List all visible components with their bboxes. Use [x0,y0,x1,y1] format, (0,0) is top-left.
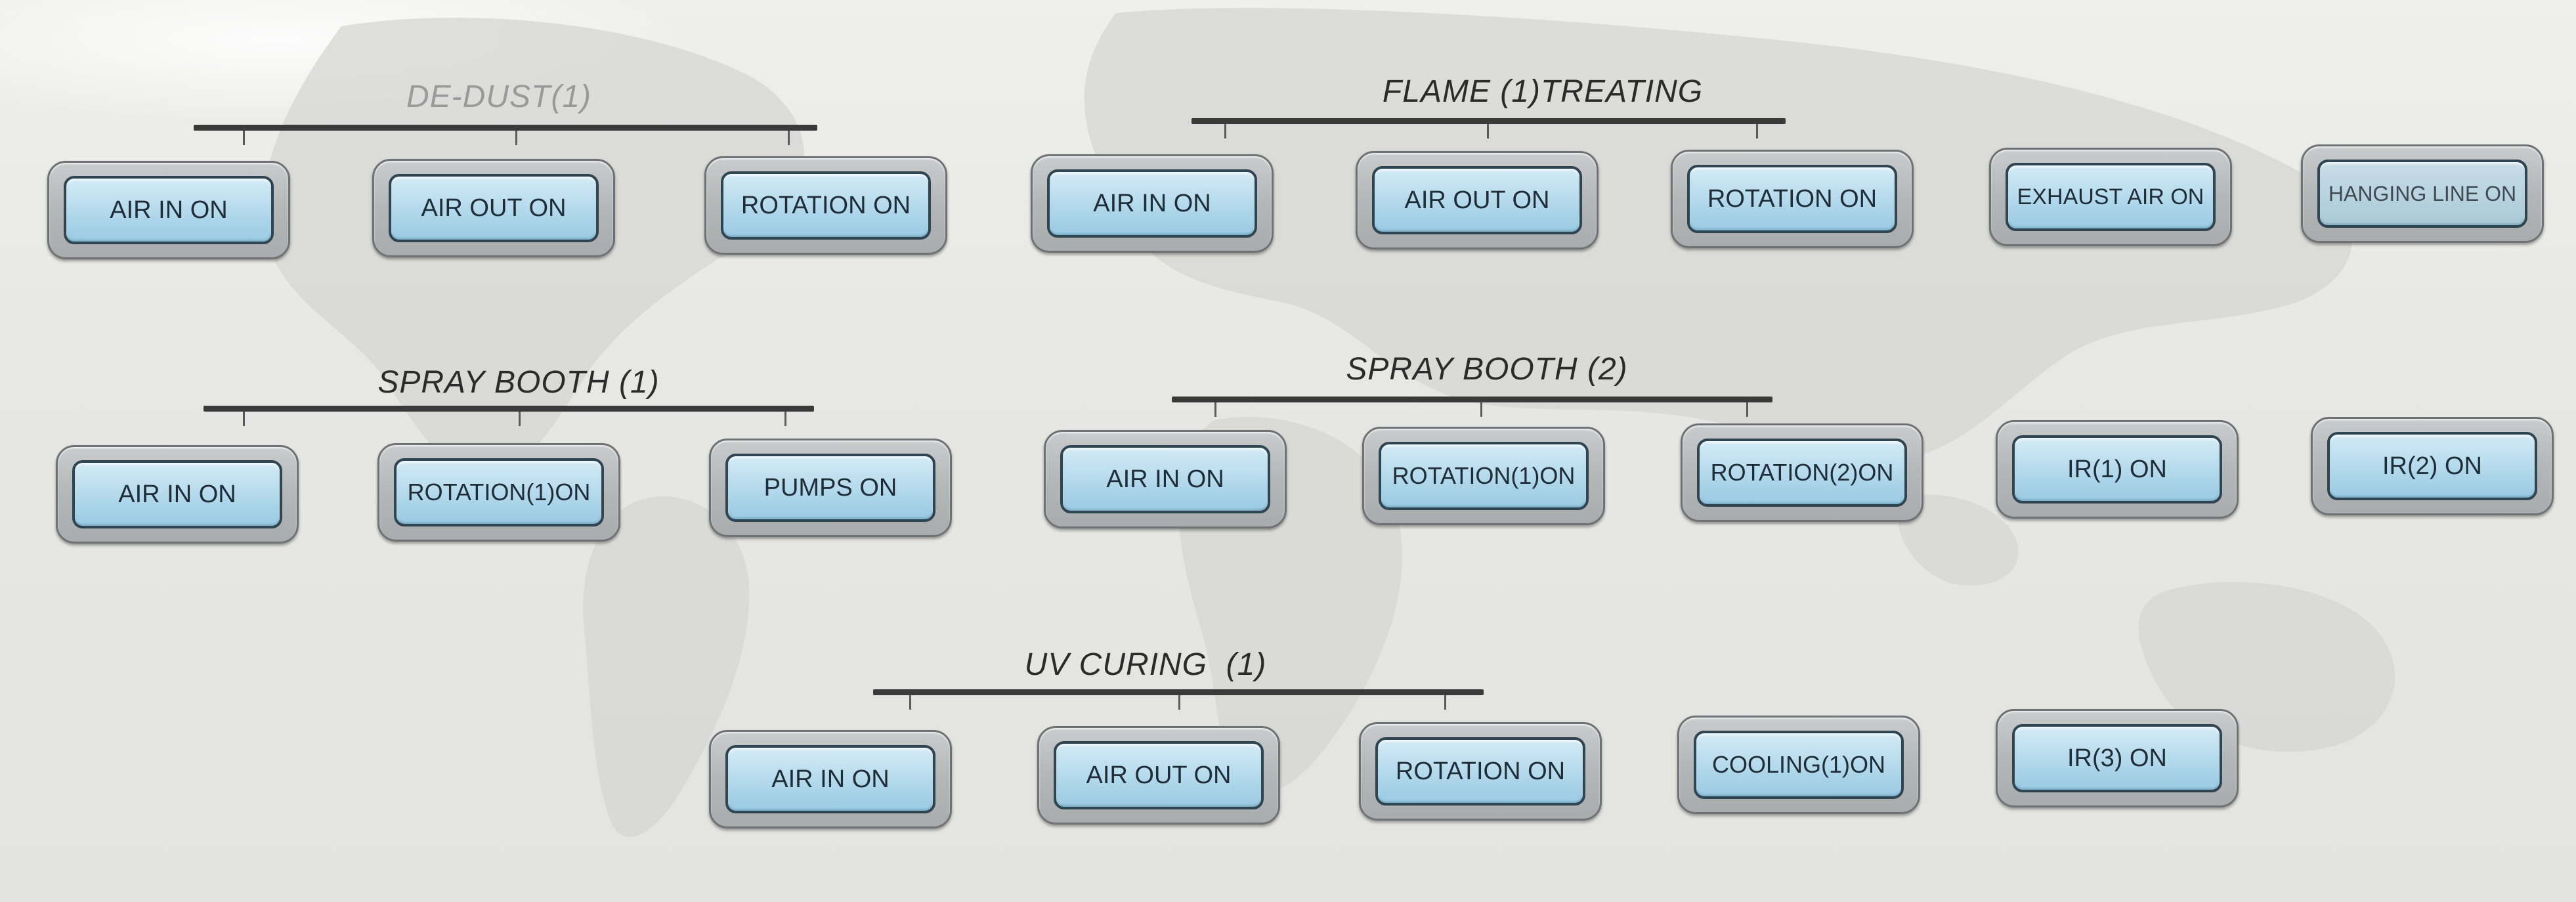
de-dust-rotation-on-button[interactable]: ROTATION ON [704,156,947,255]
spray1-air-in-on-button[interactable]: AIR IN ON [56,445,299,544]
flame-air-in-on-button[interactable]: AIR IN ON [1031,154,1274,253]
button-label: PUMPS ON [763,473,897,502]
group-title-uv-curing-1: UV CURING (1) [1024,647,1267,682]
button-label: ROTATION(2)ON [1710,459,1894,486]
flame-air-out-on-button[interactable]: AIR OUT ON [1356,151,1599,249]
spray2-ir-2-on-button[interactable]: IR(2) ON [2311,417,2554,515]
group-title-spray-booth-2: SPRAY BOOTH (2) [1346,352,1628,387]
uv-rotation-on-button[interactable]: ROTATION ON [1359,722,1602,821]
flame-exhaust-air-on-button[interactable]: EXHAUST AIR ON [1989,148,2232,246]
group-bracket-uv-curing-1 [873,689,1484,710]
button-label: AIR OUT ON [1086,761,1232,789]
button-label: EXHAUST AIR ON [2017,184,2204,209]
group-title-spray-booth-1: SPRAY BOOTH (1) [377,365,660,400]
button-label: ROTATION ON [741,191,911,219]
spray2-rotation-1-on-button[interactable]: ROTATION(1)ON [1362,427,1605,525]
button-label: HANGING LINE ON [2328,181,2517,205]
spray2-air-in-on-button[interactable]: AIR IN ON [1044,430,1287,528]
button-label: ROTATION(1)ON [407,479,591,505]
spray2-rotation-2-on-button[interactable]: ROTATION(2)ON [1681,423,1923,522]
button-label: ROTATION ON [1707,184,1878,213]
flame-rotation-on-button[interactable]: ROTATION ON [1671,150,1914,248]
group-bracket-spray-booth-1 [204,406,814,426]
flame-hanging-line-on-button[interactable]: HANGING LINE ON [2301,144,2544,243]
button-label: AIR IN ON [1093,189,1211,217]
button-label: IR(3) ON [2067,744,2167,772]
button-label: AIR IN ON [771,765,890,793]
button-label: AIR OUT ON [1404,186,1550,214]
uv-air-out-on-button[interactable]: AIR OUT ON [1037,726,1280,825]
button-label: AIR IN ON [110,196,228,224]
de-dust-air-out-on-button[interactable]: AIR OUT ON [372,159,615,257]
uv-air-in-on-button[interactable]: AIR IN ON [709,730,952,828]
button-label: AIR IN ON [1106,465,1224,493]
group-bracket-flame-treating-1 [1191,118,1786,139]
group-title-flame-treating-1: FLAME (1)TREATING [1382,74,1704,109]
spray1-rotation-1-on-button[interactable]: ROTATION(1)ON [377,443,620,542]
button-label: IR(2) ON [2382,452,2482,480]
button-label: ROTATION ON [1395,757,1566,785]
spray2-ir-1-on-button[interactable]: IR(1) ON [1996,420,2239,519]
group-bracket-spray-booth-2 [1172,397,1772,417]
group-bracket-de-dust-1 [194,125,817,145]
button-label: AIR OUT ON [421,194,567,222]
button-label: IR(1) ON [2067,455,2167,483]
group-title-de-dust-1: DE-DUST(1) [406,79,591,114]
button-label: ROTATION(1)ON [1392,462,1576,489]
uv-cooling-1-on-button[interactable]: COOLING(1)ON [1677,716,1920,814]
button-label: AIR IN ON [118,480,236,508]
button-label: COOLING(1)ON [1711,751,1886,778]
uv-ir-3-on-button[interactable]: IR(3) ON [1996,709,2239,807]
spray1-pumps-on-button[interactable]: PUMPS ON [709,439,952,537]
de-dust-air-in-on-button[interactable]: AIR IN ON [47,161,290,259]
